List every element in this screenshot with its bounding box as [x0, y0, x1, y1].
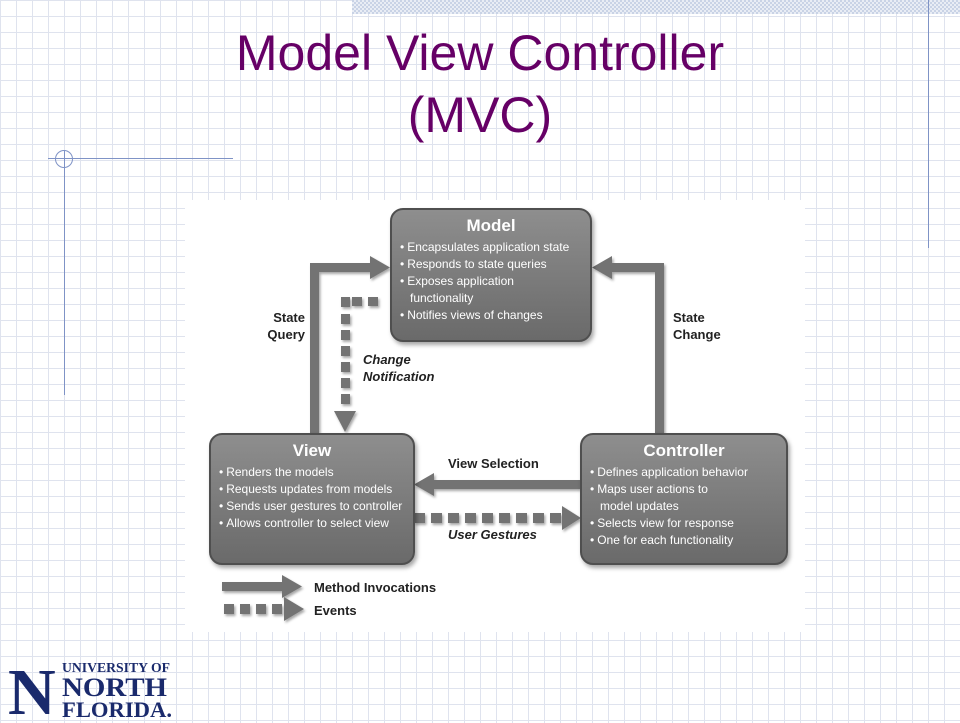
- state-change-label-line: State: [673, 310, 705, 325]
- user-gestures-arrow: [414, 506, 581, 530]
- model-box: Model Encapsulates application state Res…: [390, 208, 592, 342]
- legend-method-label: Method Invocations: [314, 580, 437, 595]
- change-notification-label-line: Notification: [363, 369, 435, 384]
- decorative-top-band: [352, 0, 960, 14]
- decorative-circle: [55, 150, 73, 168]
- view-item: Renders the models: [219, 464, 413, 481]
- state-change-label-line: Change: [673, 327, 721, 342]
- controller-box: Controller Defines application behavior …: [580, 433, 788, 565]
- change-notification-label: Change Notification: [363, 351, 435, 385]
- model-item: functionality: [410, 291, 474, 305]
- logo-line3: FLORIDA.: [62, 697, 172, 718]
- legend-events-label: Events: [314, 603, 357, 618]
- unf-logo-mark: N UNIVERSITY OF NORTH FLORIDA.: [8, 656, 172, 723]
- state-query-arrow: [310, 256, 390, 433]
- change-notification-arrow: [334, 297, 378, 432]
- controller-item: Maps user actions to: [590, 481, 786, 498]
- controller-title: Controller: [643, 441, 725, 460]
- slide-title-line2: (MVC): [407, 87, 553, 143]
- controller-item: Selects view for response: [590, 515, 786, 532]
- view-item: Allows controller to select view: [219, 515, 413, 532]
- decorative-line-horizontal: [48, 158, 233, 159]
- model-title: Model: [466, 216, 516, 235]
- view-selection-arrow: [414, 473, 580, 496]
- view-selection-label: View Selection: [448, 456, 539, 471]
- legend-method-arrow: [222, 575, 302, 598]
- unf-logo: N UNIVERSITY OF NORTH FLORIDA.: [6, 656, 174, 723]
- view-box: View Renders the models Requests updates…: [209, 433, 415, 565]
- model-item: Responds to state queries: [400, 256, 590, 273]
- view-title: View: [292, 441, 332, 460]
- controller-item: model updates: [600, 499, 679, 513]
- view-item: Requests updates from models: [219, 481, 413, 498]
- state-query-label-line: State: [273, 310, 305, 325]
- state-change-label: State Change: [673, 309, 721, 343]
- slide-title-line1: Model View Controller: [235, 25, 725, 81]
- model-item: Notifies views of changes: [400, 307, 590, 324]
- controller-item: Defines application behavior: [590, 464, 786, 481]
- model-item: Exposes application: [400, 273, 590, 290]
- change-notification-label-line: Change: [363, 352, 411, 367]
- user-gestures-label: User Gestures: [448, 527, 537, 542]
- view-item: Sends user gestures to controller: [219, 498, 413, 515]
- logo-line1: UNIVERSITY OF: [62, 661, 170, 676]
- state-query-label: State Query: [263, 309, 305, 343]
- decorative-line-right: [928, 0, 929, 248]
- slide-title: Model View Controller (MVC): [180, 22, 780, 146]
- state-query-label-line: Query: [267, 327, 305, 342]
- model-item: Encapsulates application state: [400, 239, 590, 256]
- state-change-arrow: [592, 256, 664, 433]
- logo-letter-n: N: [8, 656, 56, 718]
- decorative-line-left: [64, 150, 65, 395]
- logo-line2: NORTH: [62, 673, 167, 702]
- legend-events-arrow: [224, 597, 304, 621]
- controller-item: One for each functionality: [590, 532, 786, 549]
